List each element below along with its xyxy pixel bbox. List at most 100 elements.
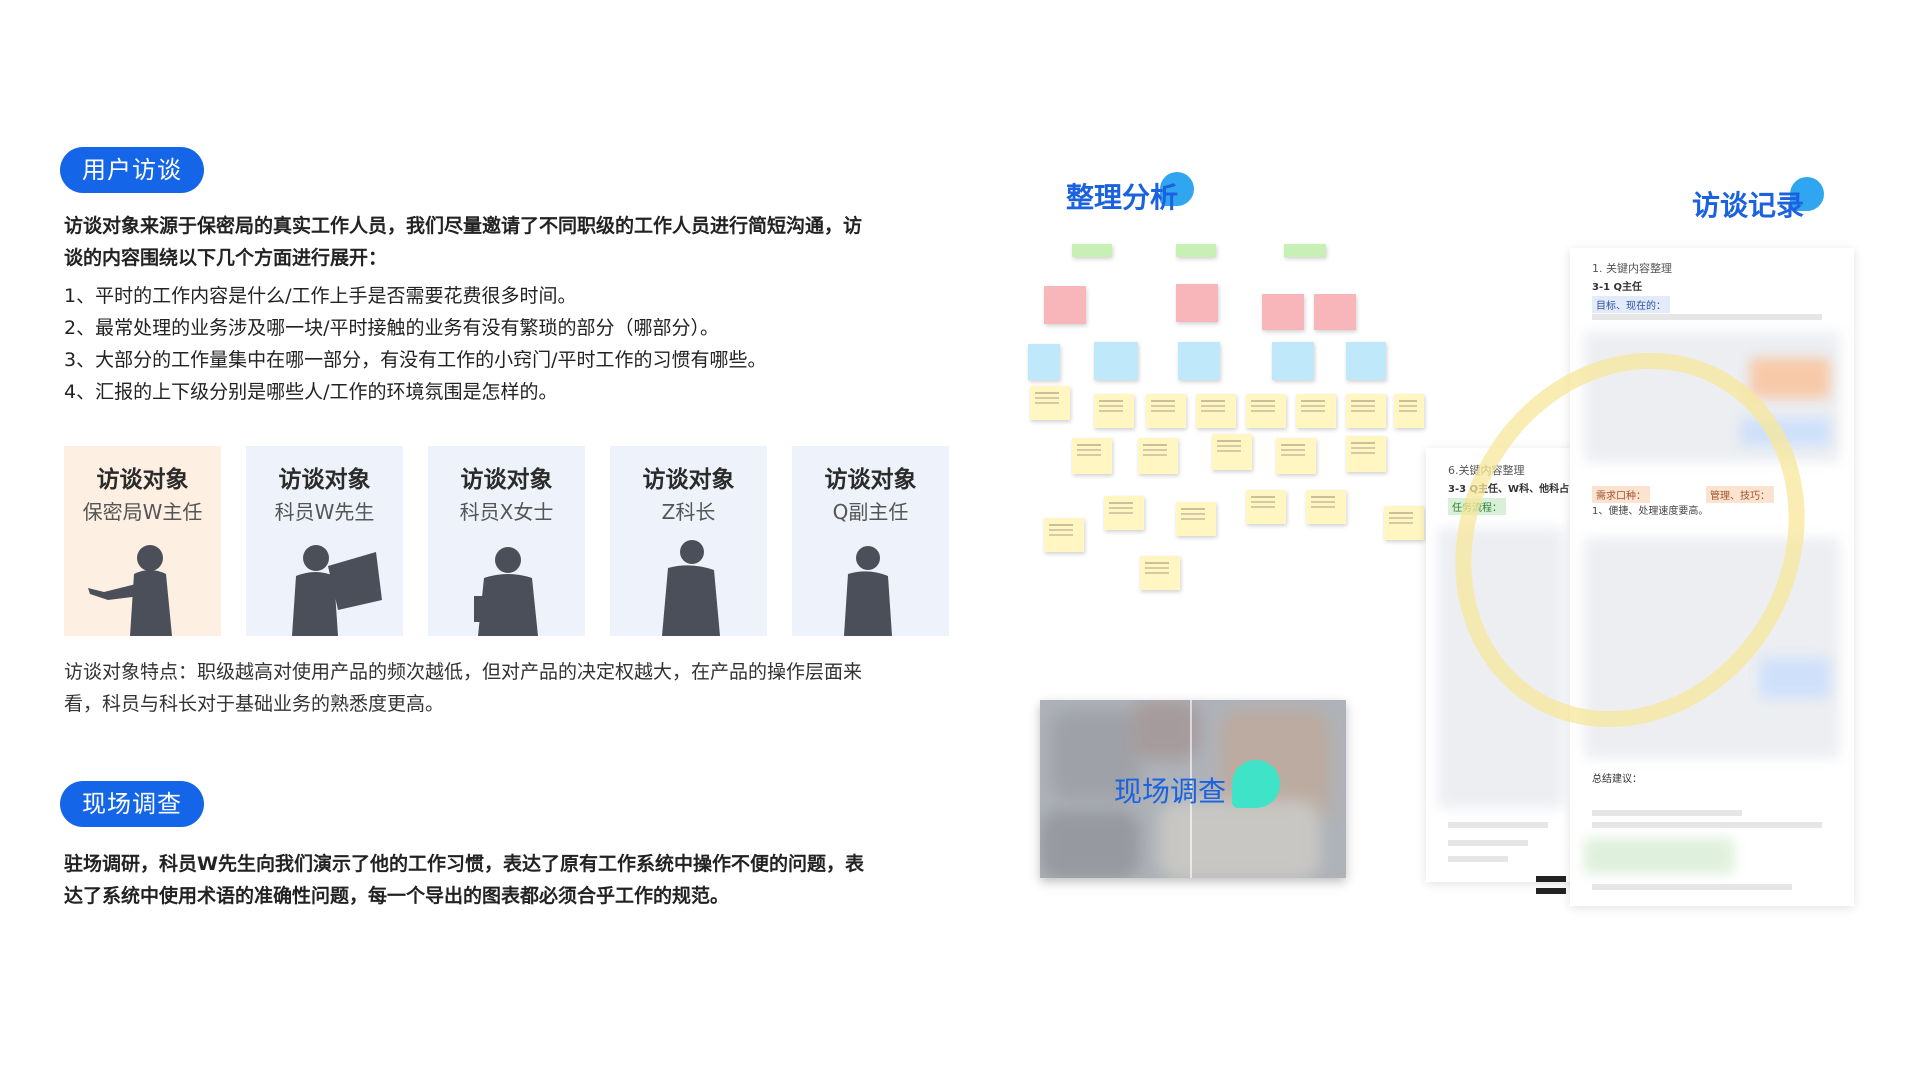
interviewee-card: 访谈对象 Q副主任 xyxy=(792,446,949,636)
sticky-note xyxy=(1176,244,1216,257)
sticky-note xyxy=(1072,438,1112,474)
section-label-user-interview: 用户访谈 xyxy=(60,147,204,193)
photo-blur-shape xyxy=(1040,810,1140,878)
photo-divider xyxy=(1190,700,1192,878)
doc-heading: 1. 关键内容整理 xyxy=(1592,262,1672,275)
sticky-note xyxy=(1044,286,1086,324)
sticky-note xyxy=(1284,244,1326,257)
sticky-note xyxy=(1196,394,1236,428)
doc-line: 1、便捷、处理速度要高。 xyxy=(1592,506,1709,517)
card-title: 访谈对象 xyxy=(278,467,371,493)
sticky-note xyxy=(1104,496,1144,530)
record-title: 访谈记录 xyxy=(1692,189,1805,222)
interviewee-summary: 访谈对象特点：职级越高对使用产品的频次越低，但对产品的决定权越大，在产品的操作层… xyxy=(64,656,924,720)
sticky-note xyxy=(1272,342,1314,380)
photo-blur-shape xyxy=(1050,710,1140,800)
list-item: 4、汇报的上下级分别是哪些人/工作的环境氛围是怎样的。 xyxy=(64,381,558,403)
list-item: 1、平时的工作内容是什么/工作上手是否需要花费很多时间。 xyxy=(64,285,577,307)
sticky-note xyxy=(1306,490,1346,524)
sticky-note xyxy=(1146,394,1186,428)
card-name: 保密局W主任 xyxy=(82,500,203,524)
card-title: 访谈对象 xyxy=(642,467,735,493)
interviewee-card: 访谈对象 科员W先生 xyxy=(246,446,403,636)
interviewee-card: 访谈对象 保密局W主任 xyxy=(64,446,221,636)
blurred-highlight xyxy=(1760,658,1830,698)
text-line xyxy=(1592,884,1792,890)
onsite-line: 驻场调研，科员W先生向我们演示了他的工作习惯，表达了原有工作系统中操作不便的问题… xyxy=(64,853,864,875)
person-silhouette-icon xyxy=(662,540,720,636)
text-line xyxy=(1448,840,1528,846)
blurred-content xyxy=(1584,838,1734,874)
card-title: 访谈对象 xyxy=(96,467,189,493)
card-name: 科员W先生 xyxy=(274,500,375,524)
equals-icon xyxy=(1536,876,1566,896)
analysis-badge-icon xyxy=(1160,172,1194,206)
list-item: 3、大部分的工作量集中在哪一部分，有没有工作的小窍门/平时工作的习惯有哪些。 xyxy=(64,349,767,371)
card-name: Q副主任 xyxy=(832,500,909,524)
section-label-onsite: 现场调查 xyxy=(60,781,204,827)
sticky-note xyxy=(1094,394,1134,428)
onsite-line: 达了系统中使用术语的准确性问题，每一个导出的图表都必须合乎工作的规范。 xyxy=(64,885,730,907)
onsite-photo xyxy=(1040,700,1346,878)
doc-subheading: 3-1 Q主任 xyxy=(1592,282,1643,293)
onsite-description: 驻场调研，科员W先生向我们演示了他的工作习惯，表达了原有工作系统中操作不便的问题… xyxy=(64,848,924,912)
onsite-title: 现场调查 xyxy=(1114,775,1227,808)
sticky-note xyxy=(1276,438,1316,474)
sticky-note xyxy=(1246,394,1286,428)
text-line xyxy=(1592,314,1822,320)
doc-footer-label: 总结建议： xyxy=(1592,774,1642,785)
person-silhouette-icon xyxy=(474,547,538,636)
text-line xyxy=(1448,856,1508,862)
doc-section-label: 管理、技巧： xyxy=(1706,486,1774,503)
card-title: 访谈对象 xyxy=(460,467,553,493)
interview-intro: 访谈对象来源于保密局的真实工作人员，我们尽量邀请了不同职级的工作人员进行简短沟通… xyxy=(64,210,924,274)
record-badge-icon xyxy=(1790,177,1824,211)
sticky-note xyxy=(1346,342,1386,380)
sticky-note xyxy=(1262,294,1304,330)
interview-intro-line: 访谈对象来源于保密局的真实工作人员，我们尽量邀请了不同职级的工作人员进行简短沟通… xyxy=(64,215,863,237)
sticky-note xyxy=(1296,394,1336,428)
sticky-note xyxy=(1212,434,1252,470)
sticky-note xyxy=(1346,394,1386,428)
sticky-note xyxy=(1346,436,1386,472)
blurred-highlight xyxy=(1750,358,1830,398)
card-name: Z科长 xyxy=(661,500,716,524)
sticky-note xyxy=(1072,244,1112,257)
summary-line: 访谈对象特点：职级越高对使用产品的频次越低，但对产品的决定权越大，在产品的操作层… xyxy=(64,661,863,683)
person-silhouette-icon xyxy=(292,545,382,636)
interview-intro-line: 谈的内容围绕以下几个方面进行展开： xyxy=(64,247,388,269)
list-item: 2、最常处理的业务涉及哪一块/平时接触的业务有没有繁琐的部分（哪部分）。 xyxy=(64,317,719,339)
person-silhouette-icon xyxy=(844,546,892,636)
summary-line: 看，科员与科长对于基础业务的熟悉度更高。 xyxy=(64,693,445,715)
doc-section-label: 需求口种： xyxy=(1592,486,1650,503)
sticky-note xyxy=(1246,490,1286,524)
photo-overlay xyxy=(1040,700,1346,878)
sticky-note xyxy=(1314,294,1356,330)
sticky-note xyxy=(1044,518,1084,552)
card-name: 科员X女士 xyxy=(459,500,554,524)
sticky-note xyxy=(1176,284,1218,322)
sticky-note xyxy=(1384,506,1424,540)
text-line xyxy=(1592,810,1742,816)
doc-tag: 目标、现在的： xyxy=(1592,296,1670,313)
card-title: 访谈对象 xyxy=(824,467,917,493)
sticky-note xyxy=(1030,386,1070,420)
photo-blur-shape xyxy=(1160,800,1320,878)
interviewee-card: 访谈对象 科员X女士 xyxy=(428,446,585,636)
doc-subheading: 3-3 Q主任、W科、他科占 xyxy=(1448,484,1570,495)
highlight-ring xyxy=(1455,352,1805,728)
analysis-title: 整理分析 xyxy=(1066,181,1179,214)
text-line xyxy=(1448,822,1548,828)
photo-blur-shape xyxy=(1130,700,1200,760)
interviewee-card: 访谈对象 Z科长 xyxy=(610,446,767,636)
interview-topics-list: 1、平时的工作内容是什么/工作上手是否需要花费很多时间。 2、最常处理的业务涉及… xyxy=(64,280,767,408)
sticky-note xyxy=(1140,556,1180,590)
sticky-note xyxy=(1028,344,1060,380)
sticky-note xyxy=(1138,438,1178,474)
sticky-note xyxy=(1394,394,1424,428)
text-line xyxy=(1592,822,1822,828)
person-silhouette-icon xyxy=(88,545,172,636)
onsite-badge-icon xyxy=(1232,760,1280,808)
sticky-note xyxy=(1178,342,1220,380)
sticky-note xyxy=(1094,342,1138,380)
